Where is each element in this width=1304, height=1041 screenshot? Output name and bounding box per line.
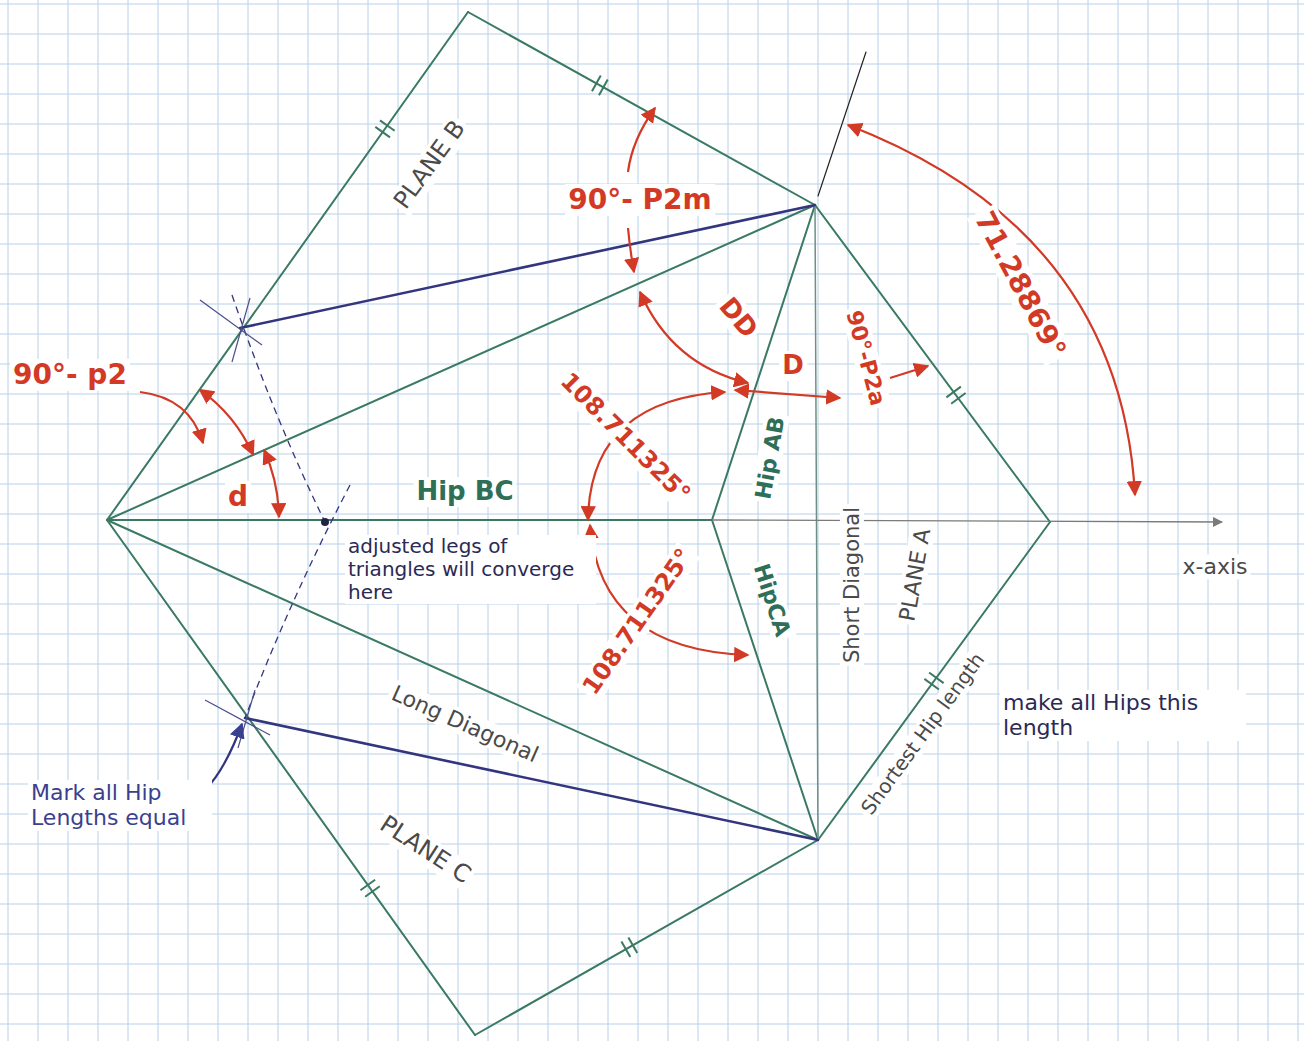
grid-line <box>1148 0 1149 1041</box>
equal-length-tick <box>924 679 939 690</box>
angle-arc <box>628 228 634 272</box>
adjusted-leg-line <box>245 718 818 840</box>
equal-length-tick <box>360 880 375 890</box>
grid-line <box>0 274 1304 275</box>
plane-label: PLANE C <box>372 809 478 891</box>
grid-line <box>1298 0 1299 1041</box>
angle-arc <box>848 125 1135 495</box>
grid-line <box>0 34 1304 35</box>
axis-label: x-axis <box>1179 554 1250 579</box>
compass-mark <box>200 300 262 345</box>
plane-edge <box>475 840 818 1035</box>
grid-line <box>0 64 1304 65</box>
grid-line <box>1028 0 1029 1041</box>
dashed-leg <box>245 485 350 718</box>
plane-label: PLANE B <box>387 113 473 217</box>
grid-line <box>1268 0 1269 1041</box>
equal-length-tick <box>929 672 944 683</box>
grid-line <box>0 994 1304 995</box>
leader-arrow <box>140 392 203 443</box>
grid-line <box>0 874 1304 875</box>
angle-arc <box>200 390 253 455</box>
hip-label: Hip AB <box>750 412 790 504</box>
equal-length-tick <box>380 120 395 130</box>
angle-arrow <box>890 366 928 378</box>
compass-mark <box>238 690 255 748</box>
grid-line <box>0 334 1304 335</box>
angle-label: 108.711325° <box>553 366 698 511</box>
grid-line <box>68 0 69 1041</box>
grid-line <box>98 0 99 1041</box>
note: Mark all Hip Lengths equal <box>28 780 212 831</box>
hip-line <box>107 519 712 521</box>
equal-length-tick <box>365 886 380 896</box>
angle-label: D <box>779 351 807 381</box>
grid-line <box>1208 0 1209 1041</box>
short-diagonal-line <box>815 205 818 840</box>
grid-line <box>0 154 1304 155</box>
grid-line <box>0 904 1304 905</box>
long-diagonal-line <box>107 205 815 520</box>
grid-line <box>0 124 1304 125</box>
grid-line <box>0 544 1304 545</box>
plane-label: PLANE A <box>894 524 936 626</box>
angle-arrow <box>735 390 840 398</box>
x-axis-line <box>712 520 1222 522</box>
grid-line <box>1088 0 1089 1041</box>
edge-label: Shortest Hip length <box>855 646 991 821</box>
grid-line <box>0 1024 1304 1025</box>
grid-line <box>0 844 1304 845</box>
equal-length-tick <box>621 941 630 957</box>
angle-label: 90°- P2m <box>565 184 715 216</box>
angle-label: 71.28869° <box>967 204 1074 367</box>
grid-line <box>8 0 9 1041</box>
hip-line <box>712 205 815 520</box>
grid-line <box>0 664 1304 665</box>
grid-line <box>0 574 1304 575</box>
plane-edge <box>107 12 468 520</box>
angle-arc <box>628 108 655 172</box>
note: make all Hips this length <box>1000 690 1246 741</box>
angle-arc <box>264 450 279 517</box>
equal-length-tick <box>628 937 637 953</box>
grid-line <box>0 4 1304 5</box>
angle-label: 90°- p2 <box>10 359 130 391</box>
grid-line <box>1238 0 1239 1041</box>
grid-line <box>0 964 1304 965</box>
grid-line <box>1118 0 1119 1041</box>
convergence-point <box>321 518 329 526</box>
grid-line <box>0 754 1304 755</box>
grid-line <box>0 514 1304 515</box>
equal-length-tick <box>375 127 390 137</box>
long-diagonal-line <box>107 520 818 840</box>
compass-mark <box>205 700 270 735</box>
hip-label: HipCA <box>747 558 796 643</box>
diagonal-label: Short Diagonal <box>840 504 864 666</box>
equal-length-tick <box>946 387 960 398</box>
hip-line <box>712 520 818 840</box>
angle-label: 90°-P2a <box>840 305 891 411</box>
grid-line <box>0 634 1304 635</box>
equal-length-tick <box>599 79 608 95</box>
equal-length-tick <box>951 393 965 404</box>
grid-line <box>38 0 39 1041</box>
note: adjusted legs of triangles will converge… <box>345 535 596 604</box>
grid-line <box>0 244 1304 245</box>
grid-line <box>0 304 1304 305</box>
grid-line <box>0 94 1304 95</box>
grid-line <box>1178 0 1179 1041</box>
plane-edge <box>468 12 815 205</box>
diagonal-label: Long Diagonal <box>385 679 545 769</box>
angle-label: DD <box>711 290 766 347</box>
hip-label: Hip BC <box>413 477 516 507</box>
equal-length-tick <box>592 76 601 92</box>
compass-mark <box>232 298 250 362</box>
angle-label: d <box>225 481 251 513</box>
grid-line <box>1058 0 1059 1041</box>
extension-line <box>818 52 866 196</box>
